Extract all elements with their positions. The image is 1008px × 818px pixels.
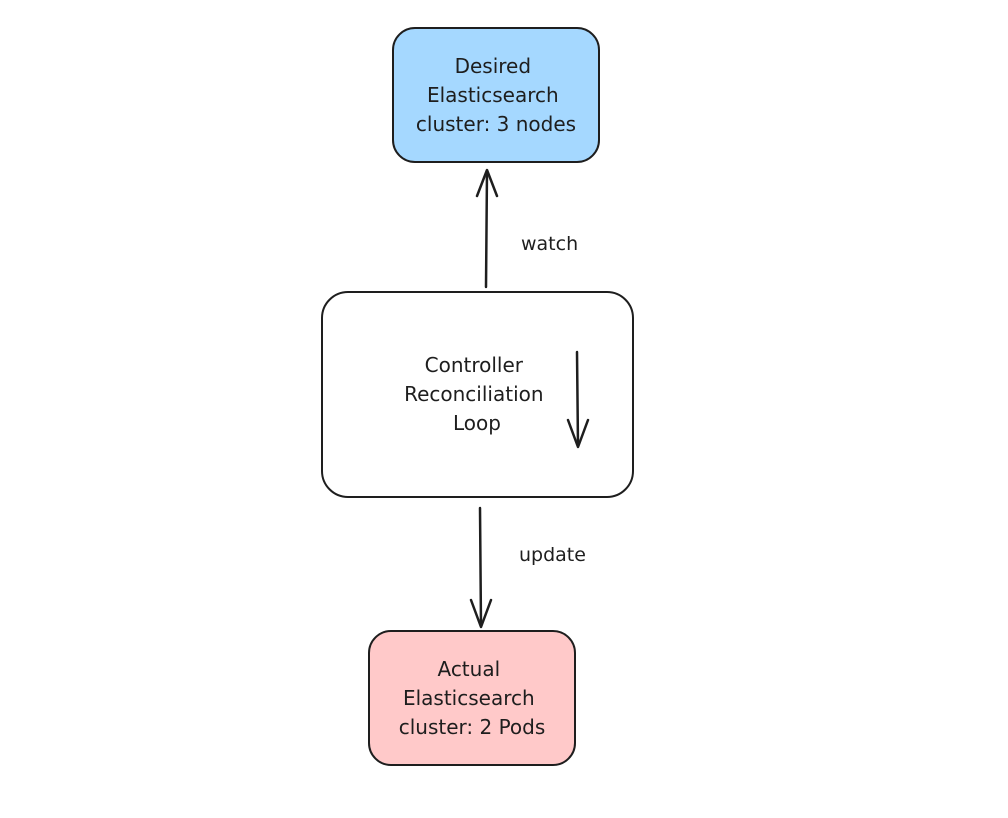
update-arrow[interactable] bbox=[469, 506, 493, 629]
actual-cluster-box bbox=[368, 630, 576, 766]
actual-cluster-node[interactable]: Actual Elasticsearch cluster: 2 Pods bbox=[368, 630, 576, 766]
svg-text:Actual Elasticsearch: Actual Elasticsearch cluster: 2 Pods bbox=[399, 657, 546, 739]
actual-line-2: Elasticsearch bbox=[403, 686, 535, 710]
desired-line-1: Desired bbox=[455, 54, 531, 78]
svg-text:Controller Reconciliatio: Controller Reconciliation Loop bbox=[404, 353, 550, 435]
controller-line-2: Reconciliation bbox=[404, 382, 543, 406]
desired-cluster-node[interactable]: Desired Elasticsearch cluster: 3 nodes bbox=[392, 27, 600, 163]
controller-node[interactable]: Controller Reconciliation Loop bbox=[321, 291, 634, 498]
controller-line-1: Controller bbox=[425, 353, 524, 377]
update-label: update bbox=[519, 544, 586, 566]
controller-line-3: Loop bbox=[453, 411, 501, 435]
desired-line-2: Elasticsearch bbox=[427, 83, 559, 107]
actual-line-3: cluster: 2 Pods bbox=[399, 715, 546, 739]
loop-arrow bbox=[566, 350, 590, 449]
controller-box bbox=[321, 291, 634, 498]
watch-label: watch bbox=[521, 233, 578, 255]
actual-line-1: Actual bbox=[437, 657, 500, 681]
svg-text:Desired Elasticsearch: Desired Elasticsearch cluster: 3 nodes bbox=[416, 54, 576, 136]
watch-arrow[interactable] bbox=[475, 168, 499, 289]
desired-cluster-box bbox=[392, 27, 600, 163]
desired-line-3: cluster: 3 nodes bbox=[416, 112, 576, 136]
